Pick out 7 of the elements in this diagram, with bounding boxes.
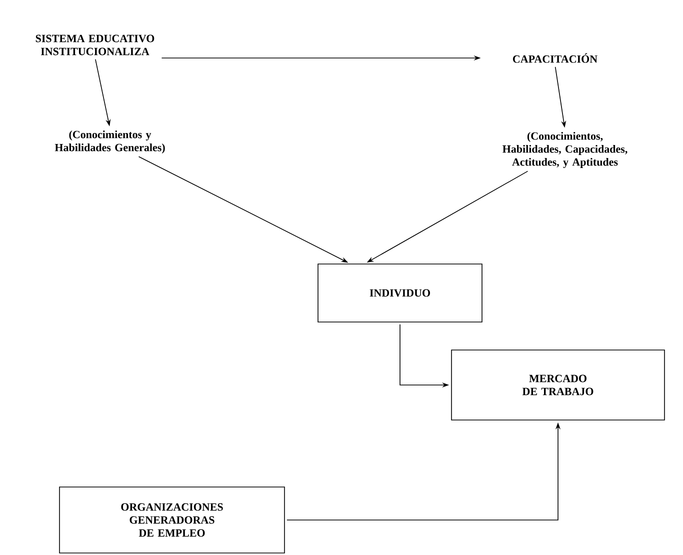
process-box: MERCADO DE TRABAJO xyxy=(451,350,665,420)
process-box: INDIVIDUO xyxy=(318,264,482,322)
heading-text: CAPACITACIÓN xyxy=(512,53,598,63)
heading-text: SISTEMA EDUCATIVO INSTITUCIONALIZA xyxy=(36,34,154,56)
note-text: (Conocimientos y Habilidades Generales) xyxy=(54,130,165,154)
process-box: ORGANIZACIONES GENERADORAS DE EMPLEO xyxy=(59,486,285,554)
note-text: (Conocimientos, Habilidades, Capacidades, Actitudes, y Aptitudes xyxy=(502,132,628,168)
